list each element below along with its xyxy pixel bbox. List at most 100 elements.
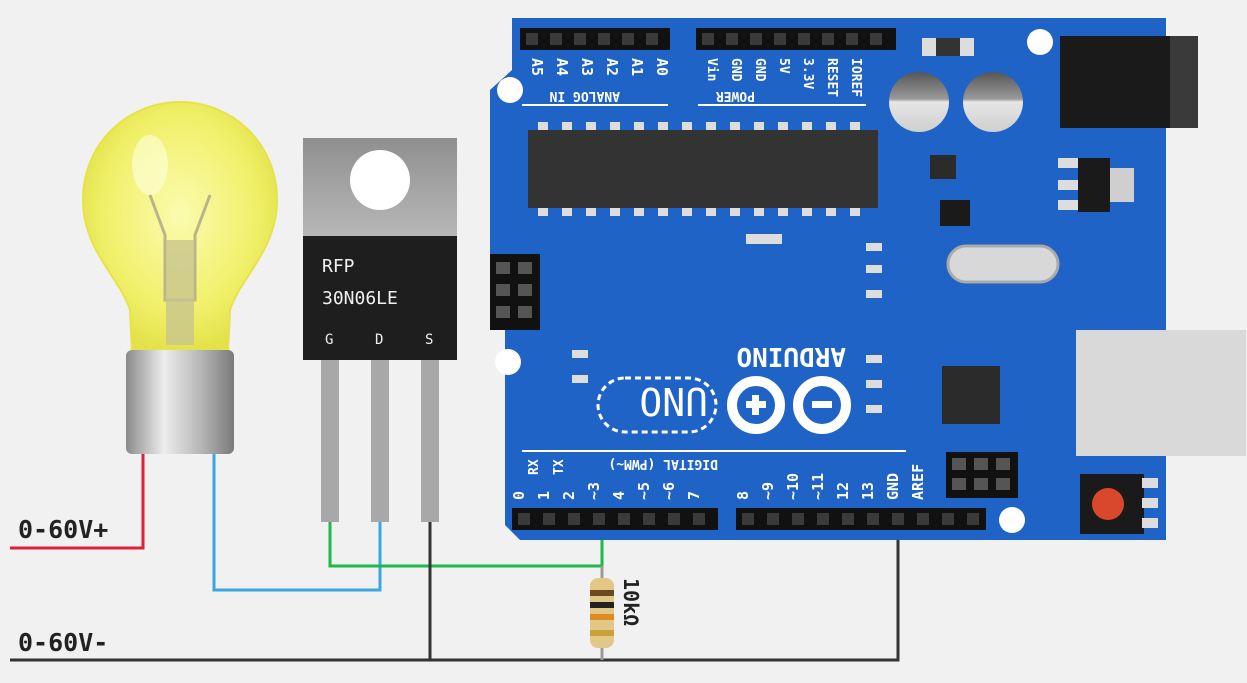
icsp-pin [974,478,988,490]
header-socket [774,33,786,45]
mosfet-pin-d-label: D [375,332,383,348]
header-socket [867,513,879,525]
digital-header-label: DIGITAL (PWM~) [608,456,718,471]
chip-pin [802,208,812,216]
arduino-infinity-logo [727,376,851,434]
chip-pin [562,122,572,130]
crystal-oscillator [946,244,1060,284]
led-indicator [866,265,882,273]
power-pin-label: GND [752,58,767,82]
analog-pin-label: A5 [528,58,546,76]
capacitor [963,72,1023,132]
resistor-band-2 [590,602,614,608]
header-socket [574,33,586,45]
power-pin-label: 3.3V [800,58,815,89]
digital-pin-label: 7 [685,491,703,500]
mosfet-pin-s-label: S [425,332,433,348]
header-socket [942,513,954,525]
positive-supply-wire [10,452,145,550]
analog-pin-label: A4 [553,58,571,76]
voltage-regulator-tab [1110,168,1134,202]
header-socket [646,33,658,45]
header-socket [892,513,904,525]
chip-pin [706,122,716,130]
mosfet-mounting-hole [350,150,410,210]
chip-pin [610,122,620,130]
digital-pin-label: AREF [909,464,927,500]
header-socket [870,33,882,45]
analog-pin-label: A3 [578,58,596,76]
uno-badge [596,376,718,434]
chip-pin [826,122,836,130]
gate-to-pin3-wire [328,522,604,568]
led-indicator [866,290,882,298]
digital-pin-label: 8 [734,491,752,500]
digital-pin-label: ~3 [585,482,603,500]
smd-component [936,38,960,56]
chip-pin [634,208,644,216]
led-indicator [866,355,882,363]
mosfet-pin-g-label: G [325,332,333,348]
header-socket [917,513,929,525]
bulb-base [126,350,234,454]
icsp-left-pins [496,262,532,318]
header-socket [598,33,610,45]
digital-pin-header-low [512,508,718,530]
smd-component [930,155,956,179]
bulb-highlight [132,135,168,195]
header-socket [767,513,779,525]
chip-pin [658,208,668,216]
icsp-pin [996,478,1010,490]
smd-component [1058,200,1078,210]
digital-pin-label: GND [884,473,902,500]
chip-pin [610,208,620,216]
led-indicator [572,350,588,358]
chip-pin [754,208,764,216]
chip-pin [658,122,668,130]
resistor: 10kΩ [590,578,643,648]
header-socket [668,513,680,525]
chip-pin [586,208,596,216]
header-socket [622,33,634,45]
smd-component [1142,518,1158,528]
header-socket [518,513,530,525]
icsp-pin [518,284,532,296]
usb-interface-chip [942,366,1000,424]
digital-pin-mark: TX [552,459,567,475]
chip-pin [730,208,740,216]
power-pin-label: IOREF [848,58,863,97]
smd-component [1142,498,1158,508]
resistor-body [590,578,614,648]
header-socket [550,33,562,45]
led-indicator [866,243,882,251]
reset-button[interactable] [1092,488,1124,520]
chip-pin [730,122,740,130]
digital-pin-label: ~6 [660,482,678,500]
chip-pin [538,208,548,216]
header-socket [593,513,605,525]
header-socket [817,513,829,525]
header-socket [750,33,762,45]
digital-pin-label: 1 [535,491,553,500]
bulb-stem [166,240,194,345]
power-pin-label: RESET [824,58,839,97]
icsp-right-pins [952,458,1010,490]
icsp-pin [952,458,966,470]
header-socket [822,33,834,45]
mosfet-drain-leg [371,360,389,522]
ground-wire [10,522,900,662]
led-indicator [572,375,588,383]
bulb-to-drain-wire [212,452,382,592]
header-socket [618,513,630,525]
usb-port [1076,330,1246,456]
chip-pin [538,122,548,130]
header-socket [726,33,738,45]
digital-pin-sockets [518,513,979,525]
header-socket [798,33,810,45]
mosfet-label-line2: 30N06LE [322,288,398,309]
board-mounting-hole [1027,29,1053,55]
board-mounting-hole [497,77,523,103]
header-socket [702,33,714,45]
smd-component [1058,158,1078,168]
